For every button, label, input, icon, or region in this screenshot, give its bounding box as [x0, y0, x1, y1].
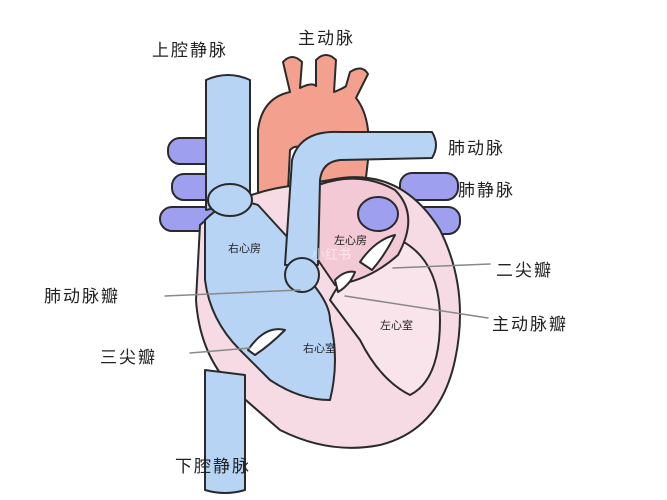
- label-left-atrium: 左心房: [334, 234, 367, 247]
- watermark: 小红书: [312, 248, 352, 263]
- label-mitral-valve: 二尖瓣: [496, 261, 553, 281]
- label-pulmonary-artery: 肺动脉: [448, 139, 505, 159]
- tricuspid-valve-shape: [247, 328, 286, 356]
- label-superior-vena-cava: 上腔静脉: [152, 41, 228, 61]
- pulmonary-vein-right-1: [399, 172, 459, 201]
- pulmonary-artery: [284, 130, 437, 266]
- leader-lines: [164, 263, 491, 354]
- superior-vena-cava: [205, 74, 251, 211]
- label-right-ventricle: 右心室: [303, 342, 336, 355]
- label-right-atrium: 右心房: [228, 242, 261, 255]
- label-left-ventricle: 左心室: [380, 319, 413, 332]
- label-tricuspid-valve: 三尖瓣: [100, 348, 157, 368]
- label-aorta: 主动脉: [298, 29, 355, 49]
- pulmonary-valve-shape: [284, 257, 320, 293]
- label-pulmonary-valve: 肺动脉瓣: [44, 287, 120, 307]
- right-heart-region: [204, 201, 336, 401]
- leader-aortic-valve: [344, 295, 489, 319]
- label-aortic-valve: 主动脉瓣: [492, 315, 568, 335]
- leader-mitral-valve: [392, 263, 491, 269]
- mitral-valve-shape: [359, 234, 396, 271]
- label-inferior-vena-cava: 下腔静脉: [175, 457, 251, 477]
- inferior-vena-cava: [204, 369, 246, 494]
- pulmonary-vein-opening: [357, 196, 399, 232]
- aortic-valve-shape: [334, 270, 356, 293]
- leader-pulmonary-valve: [164, 289, 301, 297]
- leader-tricuspid-valve: [189, 347, 251, 354]
- label-pulmonary-vein: 肺静脉: [458, 181, 515, 201]
- vena-cava-opening: [207, 183, 253, 217]
